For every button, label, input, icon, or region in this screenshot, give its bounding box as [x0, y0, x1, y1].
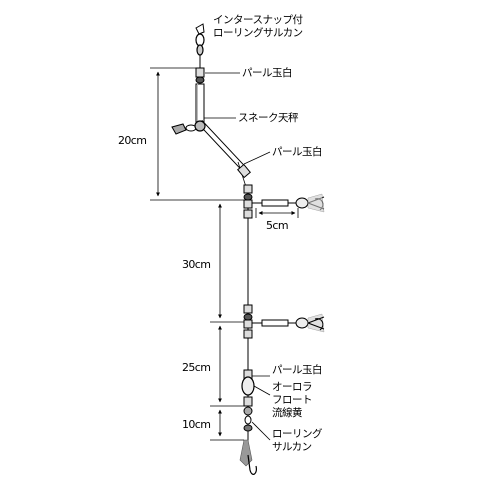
rolling-swivel-icon — [243, 406, 253, 432]
label-rolling-swivel-1: ローリング — [272, 428, 323, 440]
snake-tenbin-icon — [171, 83, 248, 191]
dimension-bottom: 10cm — [182, 418, 211, 431]
dimension-top: 20cm — [118, 134, 147, 147]
dimension-lines — [150, 67, 299, 441]
label-rolling-swivel-2: サルカン — [272, 441, 312, 453]
dimension-mid: 30cm — [182, 258, 211, 271]
label-aurora-float-1: オーロラ — [272, 381, 313, 393]
label-snake-tenbin: スネーク天秤 — [238, 112, 299, 124]
snap-swivel-icon — [195, 23, 205, 56]
label-aurora-float-2: フロート — [272, 394, 313, 406]
label-snap-swivel-2: ローリングサルカン — [213, 27, 303, 39]
label-aurora-float-3: 流線黄 — [272, 407, 303, 419]
branch-hook-lower — [243, 304, 325, 339]
dimension-branch: 5cm — [266, 219, 289, 232]
callout-lines — [204, 72, 271, 441]
label-pearl-bead-3: パール玉白 — [272, 364, 323, 376]
pearl-bead-icon — [195, 67, 205, 84]
label-pearl-bead-2: パール玉白 — [272, 146, 323, 158]
branch-hook-upper — [243, 184, 325, 219]
dimension-lower: 25cm — [182, 361, 211, 374]
bottom-hook-icon — [239, 439, 257, 475]
aurora-float-icon — [241, 369, 255, 407]
label-snap-swivel-1: インタースナップ付 — [213, 14, 303, 26]
pearl-bead-icon — [237, 163, 251, 179]
label-pearl-bead-1: パール玉白 — [242, 67, 293, 79]
